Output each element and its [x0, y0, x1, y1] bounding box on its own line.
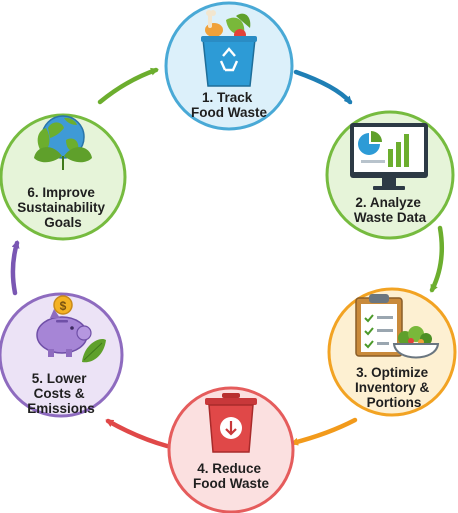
clipboard-salad-icon [355, 294, 440, 359]
step-6-label-line: 6. Improve [27, 185, 95, 200]
step-4-label-line: 4. Reduce [197, 461, 261, 476]
step-1-label-line: 1. Track [202, 90, 253, 105]
step-1-label: 1. Track Food Waste [191, 90, 267, 120]
step-1-label-line: Food Waste [191, 105, 267, 120]
step-6-label-line: Goals [44, 215, 82, 230]
step-5-circle [0, 292, 124, 418]
arrow-5-to-6 [10, 240, 20, 296]
recycling-bin-icon [201, 10, 257, 87]
step-3-label-line: 3. Optimize [356, 365, 429, 380]
arrow-3-to-4 [290, 417, 358, 446]
step-6-circle [0, 113, 127, 241]
step-5-label-line: 5. Lower [32, 371, 88, 386]
step-3-label-line: Inventory & [355, 380, 430, 395]
step-3-label-line: Portions [367, 395, 422, 410]
step-5-label-line: Costs & [34, 386, 85, 401]
piggy-bank-icon: $ [36, 295, 106, 363]
step-5-label: 5. Lower Costs & Emissions [27, 371, 95, 416]
arrow-1-to-2 [293, 69, 353, 105]
arrow-6-to-1 [97, 67, 159, 105]
step-3-label: 3. Optimize Inventory & Portions [355, 365, 433, 410]
svg-text:$: $ [60, 299, 67, 313]
trash-can-icon [205, 393, 257, 453]
step-4-label-line: Food Waste [193, 476, 269, 491]
step-2-label: 2. Analyze Waste Data [354, 195, 427, 225]
step-2-label-line: 2. Analyze [355, 195, 421, 210]
monitor-chart-icon [350, 123, 428, 190]
step-6-label-line: Sustainability [17, 200, 105, 215]
arrow-4-to-5 [105, 418, 170, 449]
step-6-label: 6. Improve Sustainability Goals [17, 185, 109, 230]
arrow-2-to-3 [429, 225, 445, 293]
globe-leaves-icon [34, 115, 92, 170]
step-5-label-line: Emissions [27, 401, 95, 416]
cycle-arrows [10, 67, 445, 449]
step-2-label-line: Waste Data [354, 210, 427, 225]
step-4-label: 4. Reduce Food Waste [193, 461, 269, 491]
